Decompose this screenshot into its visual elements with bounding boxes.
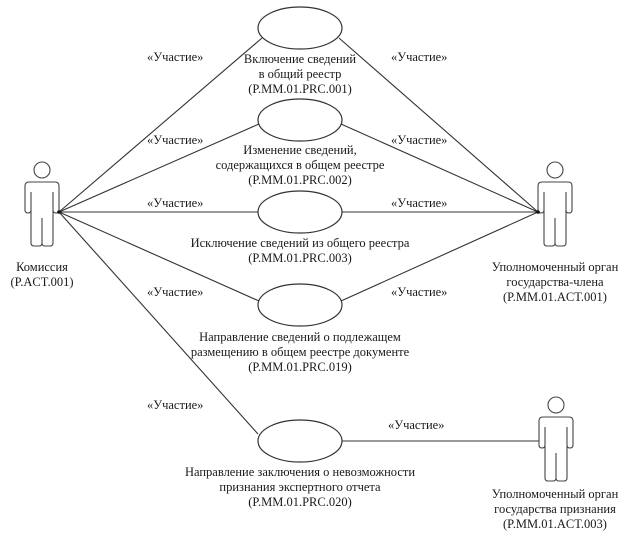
actor-code: (P.ACT.001) — [10, 275, 74, 289]
actor-code: (P.MM.01.ACT.003) — [503, 517, 607, 531]
actor-icon-recognition-state-body[interactable] — [538, 396, 574, 482]
actor-name: государства-члена — [506, 275, 604, 289]
association-commission-prc020 — [58, 211, 259, 435]
use-case-code: (P.MM.01.PRC.002) — [248, 173, 352, 187]
association-commission-prc019 — [58, 211, 260, 302]
use-case-title-line: Направление сведений о подлежащем — [199, 330, 401, 344]
use-case-code: (P.MM.01.PRC.019) — [248, 360, 352, 374]
association-member-prc019 — [340, 211, 539, 302]
actor-label-commission: Комиссия (P.ACT.001) — [0, 260, 92, 290]
use-case-ellipse-prc019[interactable] — [257, 283, 343, 327]
use-case-title-line: размещению в общем реестре документе — [190, 345, 410, 359]
association-member-prc002 — [340, 123, 539, 213]
use-case-title-line: Изменение сведений, — [243, 143, 357, 157]
use-case-code: (P.MM.01.PRC.003) — [248, 251, 352, 265]
stereotype-label: «Участие» — [391, 50, 448, 64]
use-case-label-prc002: Изменение сведений, содержащихся в общем… — [180, 143, 420, 188]
use-case-ellipse-prc020[interactable] — [257, 419, 343, 463]
actor-label-member-state-body: Уполномоченный орган государства-члена (… — [475, 260, 635, 305]
actor-name: Комиссия — [16, 260, 68, 274]
actor-name: государства признания — [494, 502, 616, 516]
use-case-title-line: Включение сведений — [243, 52, 357, 66]
use-case-title-line: в общий реестр — [258, 67, 342, 81]
use-case-label-prc003: Исключение сведений из общего реестра (P… — [160, 236, 440, 266]
use-case-ellipse-prc003[interactable] — [257, 190, 343, 234]
stereotype-label: «Участие» — [388, 418, 445, 432]
stereotype-label: «Участие» — [391, 285, 448, 299]
use-case-title-line: содержащихся в общем реестре — [215, 158, 385, 172]
association-commission-prc002 — [58, 123, 260, 213]
association-hub-commission — [57, 210, 61, 214]
actor-icon-commission[interactable] — [24, 161, 60, 247]
stereotype-label: «Участие» — [147, 285, 204, 299]
stereotype-label: «Участие» — [147, 196, 204, 210]
use-case-label-prc020: Направление заключения о невозможности п… — [150, 465, 450, 510]
use-case-label-prc001: Включение сведений в общий реестр (P.MM.… — [200, 52, 400, 97]
actor-label-recognition-state-body: Уполномоченный орган государства признан… — [475, 487, 635, 532]
association-member-prc001 — [338, 37, 539, 213]
use-case-code: (P.MM.01.PRC.001) — [248, 82, 352, 96]
stereotype-label: «Участие» — [391, 133, 448, 147]
use-case-title-line: Направление заключения о невозможности — [184, 465, 416, 479]
stereotype-label: «Участие» — [147, 50, 204, 64]
actor-code: (P.MM.01.ACT.001) — [503, 290, 607, 304]
use-case-code: (P.MM.01.PRC.020) — [248, 495, 352, 509]
actor-name: Уполномоченный орган — [491, 487, 619, 501]
actor-icon-member-state-body[interactable] — [537, 161, 573, 247]
use-case-ellipse-prc001[interactable] — [257, 6, 343, 50]
association-hub-member-state-body — [536, 210, 540, 214]
stereotype-label: «Участие» — [147, 398, 204, 412]
association-commission-prc001 — [58, 37, 263, 213]
actor-name: Уполномоченный орган — [491, 260, 619, 274]
stereotype-label: «Участие» — [147, 133, 204, 147]
use-case-title-line: признания экспертного отчета — [219, 480, 381, 494]
use-case-ellipse-prc002[interactable] — [257, 98, 343, 142]
use-case-label-prc019: Направление сведений о подлежащем размещ… — [160, 330, 440, 375]
use-case-title-line: Исключение сведений из общего реестра — [190, 236, 410, 250]
stereotype-label: «Участие» — [391, 196, 448, 210]
